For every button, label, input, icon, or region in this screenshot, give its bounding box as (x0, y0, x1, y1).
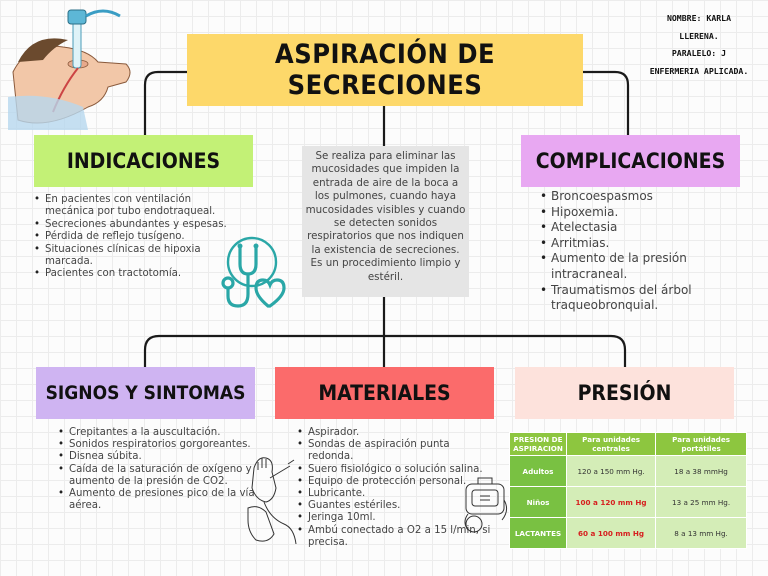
list-item: Aumento de la presión intracraneal. (540, 251, 739, 282)
table-cell: 120 a 150 mm Hg. (565, 455, 657, 487)
author-info: NOMBRE: KARLA LLERENA. PARALELO: J ENFER… (640, 10, 758, 80)
list-item: Broncoespasmos (540, 189, 739, 205)
complicaciones-header: COMPLICACIONES (521, 135, 740, 187)
table-header-cell: PRESION DE ASPIRACION (509, 432, 567, 456)
table-cell: 18 a 38 mmHg (655, 455, 747, 487)
list-item: Aspirador. (297, 427, 491, 439)
table-header-cell: Para unidades centrales (565, 432, 657, 456)
list-item: Aumento de presiones pico de la vía aére… (58, 488, 257, 512)
list-item: Sondas de aspiración punta redonda. (297, 439, 491, 463)
list-item: Atelectasia (540, 220, 739, 236)
table-row: LACTANTES 60 a 100 mm Hg 8 a 13 mm Hg. (509, 517, 747, 549)
list-item: Pacientes con tractotomía. (34, 268, 238, 281)
table-header-row: PRESION DE ASPIRACION Para unidades cent… (509, 432, 747, 456)
table-header-cell: Para unidades portátiles (655, 432, 747, 456)
stethoscope-heart-icon (221, 236, 286, 308)
presion-header: PRESIÓN (515, 367, 734, 419)
list-item: En pacientes con ventilación mecánica po… (34, 194, 238, 219)
main-title: ASPIRACIÓN DE SECRECIONES (187, 34, 583, 106)
author-line: PARALELO: J (671, 48, 727, 58)
list-item: Suero fisiológico o solución salina. (297, 464, 491, 476)
table-row: Niños 100 a 120 mm Hg 13 a 25 mm Hg. (509, 486, 747, 518)
complicaciones-list: Broncoespasmos Hipoxemia. Atelectasia Ar… (539, 189, 739, 314)
row-label: Adultos (509, 455, 567, 487)
author-line: ENFERMERIA APLICADA. (649, 65, 749, 76)
list-item: Traumatismos del árbol traqueobronquial. (540, 283, 739, 314)
author-line: LLERENA. (679, 30, 719, 41)
indicaciones-list: En pacientes con ventilación mecánica po… (33, 194, 238, 281)
indicaciones-header: INDICACIONES (34, 135, 253, 187)
table-row: Adultos 120 a 150 mm Hg. 18 a 38 mmHg (509, 455, 747, 487)
list-item: Pérdida de reflejo tusígeno. (34, 231, 238, 244)
materiales-list: Aspirador. Sondas de aspiración punta re… (296, 427, 491, 549)
list-item: Disnea súbita. (58, 451, 257, 463)
signos-header: SIGNOS Y SINTOMAS (36, 367, 255, 419)
list-item: Arritmias. (540, 236, 739, 252)
list-item: Secreciones abundantes y espesas. (34, 219, 238, 232)
description-box: Se realiza para eliminar las mucosidades… (302, 146, 469, 297)
row-label: Niños (509, 486, 567, 518)
list-item: Jeringa 10ml. (297, 512, 491, 524)
table-cell: 8 a 13 mm Hg. (655, 517, 747, 549)
list-item: Sonidos respiratorios gorgoreantes. (58, 439, 257, 451)
table-cell: 100 a 120 mm Hg (565, 486, 657, 518)
table-cell: 13 a 25 mm Hg. (655, 486, 747, 518)
list-item: Situaciones clínicas de hipoxia marcada. (34, 244, 238, 269)
signos-list: Crepitantes a la auscultación. Sonidos r… (57, 427, 257, 512)
list-item: Ambú conectado a O2 a 15 l/min, si preci… (297, 525, 491, 549)
suction-machine-illustration (464, 477, 508, 533)
gloved-hands-syringe-illustration (247, 457, 297, 545)
list-item: Caída de la saturación de oxígeno y aume… (58, 464, 257, 488)
list-item: Guantes estériles. (297, 500, 491, 512)
materiales-header: MATERIALES (275, 367, 494, 419)
pressure-table: PRESION DE ASPIRACION Para unidades cent… (509, 432, 747, 549)
list-item: Equipo de protección personal. (297, 476, 491, 488)
list-item: Hipoxemia. (540, 205, 739, 221)
list-item: Lubricante. (297, 488, 491, 500)
author-line: NOMBRE: KARLA (666, 13, 732, 23)
list-item: Crepitantes a la auscultación. (58, 427, 257, 439)
table-cell: 60 a 100 mm Hg (565, 517, 657, 549)
row-label: LACTANTES (509, 517, 567, 549)
patient-intubation-illustration (8, 9, 131, 130)
